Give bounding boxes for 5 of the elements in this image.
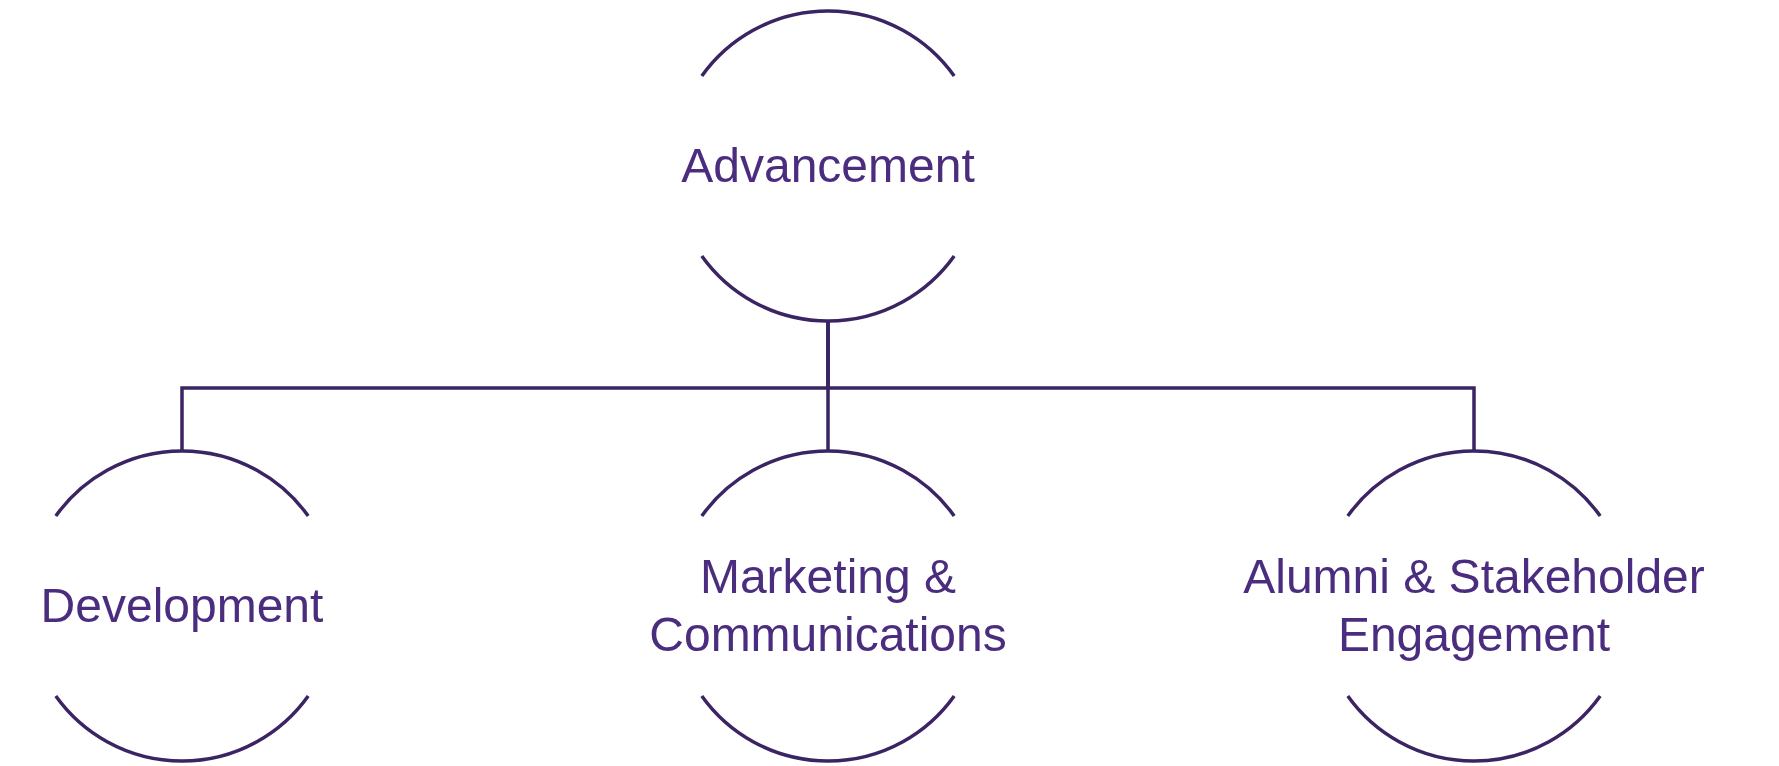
node-label: Alumni & Stakeholder Engagement — [1242, 549, 1706, 663]
node-label: Development — [39, 578, 325, 635]
node-label: Marketing & Communications — [648, 549, 1008, 663]
connector-line — [826, 321, 1476, 451]
node-label: Advancement — [680, 138, 976, 195]
